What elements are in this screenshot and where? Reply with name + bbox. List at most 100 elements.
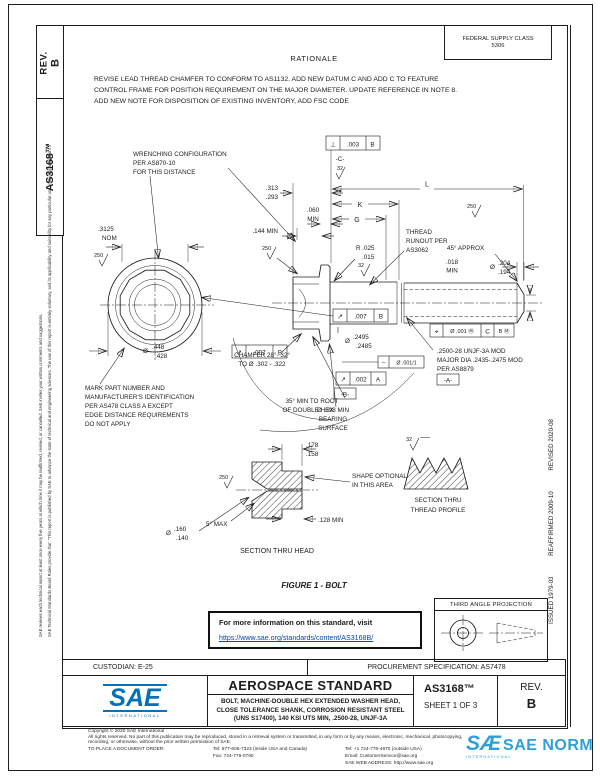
aerospace-standard-heading: AEROSPACE STANDARD <box>208 676 413 695</box>
rationale-line3: ADD NEW NOTE FOR DISPOSITION OF EXISTING… <box>94 98 349 105</box>
dim-144-min: .144 MIN <box>252 228 278 235</box>
fax-number: Fax: 724-776-0790 <box>213 754 254 759</box>
more-info-text: For more information on this standard, v… <box>219 618 373 627</box>
straightness-tolerance: Ø .001/1 <box>396 361 416 367</box>
figure-title: FIGURE 1 - BOLT <box>281 581 347 590</box>
bolt-technical-drawing: ⊥ .003 B -C- ↗ .007 B ↗ .007 B ⌖ Ø .001 … <box>85 135 542 555</box>
dim-128-min: .128 MIN <box>318 517 344 524</box>
drawing-frame-inner-line <box>570 25 571 727</box>
dia-194: .194 <box>498 269 511 276</box>
sheet-number: SHEET 1 OF 3 <box>424 701 478 710</box>
sae-norm-watermark: SÆ SAE NORM INTERNATIONAL <box>466 732 600 759</box>
dia-2485: .2485 <box>356 343 372 350</box>
thread-spec-line3: PER AS8879 <box>437 366 474 373</box>
more-info-box: For more information on this standard, v… <box>208 611 422 649</box>
dim-3125: .3125 <box>98 226 114 233</box>
straightness-symbol: – <box>382 360 386 367</box>
dim-5-deg-max: 5° MAX <box>206 520 228 528</box>
email-address: Email: CustomerService@sae.org <box>345 754 418 759</box>
dia-204-symbol: Ø <box>490 264 495 271</box>
marking-note-line2: MANUFACTURER'S IDENTIFICATION <box>85 394 195 401</box>
marking-note-line4: EDGE DISTANCE REQUIREMENTS <box>85 412 188 419</box>
watermark-text: SAE NORM <box>503 737 594 754</box>
position-symbol: ⌖ <box>435 329 439 336</box>
shape-optional-line1: SHAPE OPTIONAL <box>352 473 407 480</box>
document-number: AS3168™ <box>424 683 475 695</box>
double-hex-note-line2: OF DOUBLE HEX <box>282 407 334 414</box>
title-block-main-cell: AEROSPACE STANDARD BOLT, MACHINE-DOUBLE … <box>207 675 414 727</box>
custodian-text: CUSTODIAN: E-25 <box>93 664 153 671</box>
callout-texts: WRENCHING CONFIGURATION PER AS870-10 FOR… <box>85 151 523 432</box>
fsc-label: FEDERAL SUPPLY CLASS <box>462 35 534 42</box>
approx-45-note: 45° APPROX <box>447 244 485 252</box>
finish-250-mark: 250 <box>219 475 228 481</box>
dia-160-symbol: Ø <box>166 530 171 537</box>
revision-label: REV. <box>520 682 543 693</box>
runout2-tolerance: .002 <box>354 377 367 384</box>
perpendicularity-tolerance: .003 <box>347 142 360 149</box>
finish-250-mark: 250 <box>94 253 103 259</box>
thread-runout-line3: AS3062 <box>406 247 429 254</box>
thread-runout-line2: RUNOUT PER <box>406 238 448 245</box>
bolt-head-front-view <box>100 250 214 361</box>
perpendicularity-datum: B <box>370 142 374 149</box>
wrenching-note-line2: PER AS870-10 <box>133 160 176 167</box>
marking-note-line1: MARK PART NUMBER AND <box>85 385 165 392</box>
dim-G: G <box>354 217 359 224</box>
finish-32-mark: 32 <box>337 166 343 172</box>
chamfer-note-line1: CHAMFER 28°- 32° <box>234 351 290 359</box>
runout2-symbol: ↗ <box>340 377 345 384</box>
sae-logo-cell: SAE INTERNATIONAL <box>62 675 208 727</box>
dim-018: .018 <box>446 259 459 266</box>
double-hex-outline <box>119 269 191 341</box>
standard-link[interactable]: https://www.sae.org/standards/content/AS… <box>219 634 374 642</box>
surface-finish-marks: 32 32 32 250 250 250 250 <box>94 166 482 489</box>
revision-value: B <box>526 696 537 711</box>
feature-control-frames: ⊥ .003 B -C- ↗ .007 B ↗ .007 B ⌖ Ø .001 … <box>231 135 515 400</box>
bolt-side-view <box>232 264 542 432</box>
federal-supply-class-box: FEDERAL SUPPLY CLASS 5306 <box>444 25 552 60</box>
bearing-surface-line3: SURFACE <box>318 425 348 432</box>
dim-K: K <box>358 202 363 209</box>
datum-b-flag: -B- <box>341 392 349 399</box>
footer: Copyright © 2020 SAE International All r… <box>88 729 578 746</box>
tel-outside: Tel: +1 724-776-4970 (outside USA) <box>345 747 422 752</box>
rationale-title: RATIONALE <box>290 54 338 63</box>
dim-3125-nom: NOM <box>102 235 117 242</box>
sae-logo: SAE <box>103 684 167 712</box>
runout-tolerance: .007 <box>354 314 367 321</box>
finish-32-mark: 32 <box>406 437 412 443</box>
revision-cell: REV. B <box>497 675 566 727</box>
double-hex-note-line1: 35° MIN TO ROOT <box>285 397 338 405</box>
rights-line2: recording, or otherwise, without the pri… <box>88 740 232 746</box>
bearing-surface-line1: Ø .398 MIN <box>317 407 350 414</box>
position-datum-1: C <box>485 329 490 336</box>
document-number-tab: AS3168™ <box>36 98 64 236</box>
watermark-sae-logo: SÆ <box>466 732 502 755</box>
custodian-cell: CUSTODIAN: E-25 <box>62 659 308 676</box>
runout-symbol: ↗ <box>337 314 342 321</box>
dia-204: .204 <box>498 260 511 267</box>
document-number-cell: AS3168™ SHEET 1 OF 3 <box>413 675 498 727</box>
copyright-line: Copyright © 2020 SAE International <box>88 729 165 734</box>
datum-c-flag: -C- <box>336 156 345 163</box>
standard-subtitle-line3: (UNS S17400), 140 KSI UTS MIN, .2500-28,… <box>233 715 388 723</box>
wrenching-note-line3: FOR THIS DISTANCE <box>133 169 195 176</box>
runout-datum: B <box>379 314 383 321</box>
dim-178: .178 <box>306 442 319 449</box>
third-angle-projection-label: THIRD ANGLE PROJECTION <box>435 599 547 611</box>
marking-note-line5: DO NOT APPLY <box>85 421 131 428</box>
drawing-frame <box>62 25 568 729</box>
tel-inside: Tel: 877-606-7323 (inside USA and Canada… <box>213 747 308 752</box>
dim-313: .313 <box>266 185 279 192</box>
rationale-text: REVISE LEAD THREAD CHAMFER TO CONFORM TO… <box>94 74 524 107</box>
dia-2495-symbol: Ø <box>345 338 350 345</box>
dia-448: .448 <box>152 344 165 351</box>
wrenching-note-line1: WRENCHING CONFIGURATION <box>133 151 227 158</box>
third-angle-projection-symbol <box>441 615 543 651</box>
position-datum-2: B Ⓜ <box>499 327 510 335</box>
rev-tab-value: B <box>49 59 62 67</box>
section-thru-thread-label2: THREAD PROFILE <box>411 507 466 514</box>
section-thru-thread-label1: SECTION THRU <box>414 497 462 504</box>
